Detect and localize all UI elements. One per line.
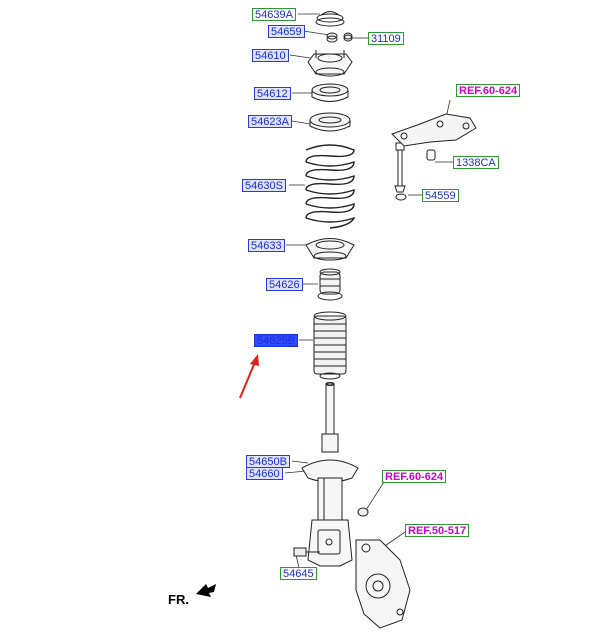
lower-spring-pad bbox=[305, 238, 355, 261]
callout-54645[interactable]: 54645 bbox=[280, 567, 317, 580]
callout-ref-60-624-top[interactable]: REF.60-624 bbox=[456, 84, 521, 97]
upper-spring-pad bbox=[309, 112, 351, 132]
callout-54612[interactable]: 54612 bbox=[254, 87, 291, 100]
callout-54659[interactable]: 54659 bbox=[268, 25, 305, 38]
callout-54625b-selected[interactable]: 54625B bbox=[254, 334, 298, 347]
callout-1338ca[interactable]: 1338CA bbox=[453, 156, 499, 169]
callout-54559[interactable]: 54559 bbox=[422, 189, 459, 202]
red-pointer-arrow bbox=[239, 354, 259, 399]
callout-54626[interactable]: 54626 bbox=[266, 278, 303, 291]
top-cap-nut bbox=[315, 11, 345, 27]
washer bbox=[357, 507, 369, 517]
shock-absorber bbox=[301, 382, 359, 567]
callout-ref-50-517[interactable]: REF.50-517 bbox=[405, 524, 470, 537]
callout-54660[interactable]: 54660 bbox=[246, 467, 283, 480]
steering-knuckle bbox=[355, 539, 411, 629]
small-nut bbox=[343, 32, 353, 42]
callout-54633[interactable]: 54633 bbox=[248, 239, 285, 252]
strut-mount bbox=[307, 50, 353, 77]
dust-cover-boot bbox=[313, 311, 347, 380]
front-direction-arrow bbox=[196, 584, 216, 597]
mount-nut bbox=[326, 32, 338, 43]
upper-bracket bbox=[391, 113, 477, 147]
callout-54639a[interactable]: 54639A bbox=[252, 8, 296, 21]
bump-stopper bbox=[317, 268, 343, 301]
strut-bearing bbox=[311, 83, 349, 102]
callout-31109[interactable]: 31109 bbox=[368, 32, 404, 45]
callout-54630s[interactable]: 54630S bbox=[242, 179, 286, 192]
leader-lines bbox=[284, 13, 453, 573]
callout-54623a[interactable]: 54623A bbox=[248, 115, 292, 128]
coil-spring bbox=[305, 144, 356, 229]
callout-54610[interactable]: 54610 bbox=[252, 49, 289, 62]
callout-ref-60-624-mid[interactable]: REF.60-624 bbox=[382, 470, 447, 483]
mount-bolts bbox=[394, 142, 436, 201]
lower-bolt bbox=[293, 547, 320, 557]
front-direction-label: FR. bbox=[168, 592, 189, 607]
